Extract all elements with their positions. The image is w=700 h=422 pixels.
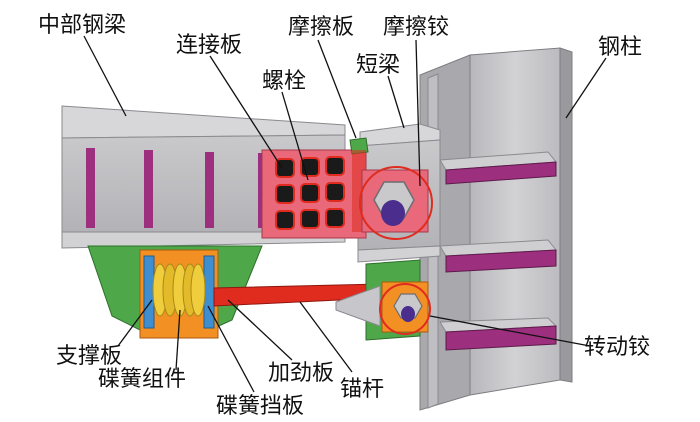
bolt-shape: [275, 158, 295, 178]
beam-stiffener: [144, 150, 153, 228]
label-layer: 中部钢梁 连接板 摩擦板 摩擦铰 钢柱 螺栓 短梁 支撑板 碟簧组件 加劲板 碟…: [38, 13, 650, 419]
label-short-beam: 短梁: [356, 53, 400, 78]
label-connecting-plate: 连接板: [176, 33, 242, 58]
bolt-shape: [300, 209, 320, 229]
leader-anchor-rod: [299, 301, 353, 373]
support-plate-shape: [203, 255, 215, 329]
label-rotating-hinge: 转动铰: [584, 335, 650, 360]
leader-friction-plate: [317, 39, 357, 139]
leader-disc-spring-assembly: [175, 309, 181, 371]
friction-hinge-circle: [359, 166, 433, 240]
leader-support-plate: [117, 299, 153, 347]
bolt-shape: [325, 182, 345, 202]
leader-rotating-hinge: [429, 315, 591, 347]
steel-column: [419, 47, 573, 411]
leader-stiffener: [227, 299, 293, 361]
label-bolt: 螺栓: [262, 69, 306, 94]
leader-middle-beam: [83, 35, 127, 117]
leader-friction-hinge: [415, 39, 421, 187]
leader-connecting-plate: [209, 55, 283, 169]
bolt-shape: [300, 183, 320, 203]
beam-stiffener: [86, 148, 95, 228]
bolt-shape: [325, 208, 345, 228]
support-plate-shape: [143, 255, 155, 329]
label-disc-spring-baffle: 碟簧挡板: [216, 394, 304, 419]
hinge-bracket: [335, 285, 381, 327]
column-stiffener: [445, 249, 557, 273]
label-middle-beam: 中部钢梁: [38, 13, 126, 38]
leader-lines: [83, 35, 607, 393]
friction-hinge-shape: [359, 166, 433, 240]
rotating-hinge-circle: [379, 283, 431, 335]
label-stiffener: 加劲板: [268, 361, 334, 386]
label-steel-column: 钢柱: [598, 35, 642, 60]
label-support-plate: 支撑板: [56, 344, 122, 369]
beam-stiffener: [205, 152, 214, 228]
leader-bolt: [281, 91, 309, 181]
column-stiffener: [445, 325, 557, 351]
label-disc-spring-assembly: 碟簧组件: [98, 367, 186, 392]
disc-spring-assembly-shape: [152, 263, 206, 317]
column-stiffener: [445, 161, 557, 185]
bolt-shape: [325, 156, 345, 176]
leader-steel-column: [565, 57, 607, 119]
rotating-hinge-shape: [379, 281, 431, 335]
bolt-group: [275, 156, 345, 230]
connecting-plate-group: [261, 137, 369, 239]
label-friction-hinge: 摩擦铰: [383, 15, 449, 40]
label-anchor-rod: 锚杆: [340, 377, 384, 402]
leader-short-beam: [387, 75, 405, 129]
label-friction-plate: 摩擦板: [288, 15, 354, 40]
bolt-shape: [275, 210, 295, 230]
bolt-shape: [275, 184, 295, 204]
leader-disc-spring-baffle: [207, 305, 255, 393]
